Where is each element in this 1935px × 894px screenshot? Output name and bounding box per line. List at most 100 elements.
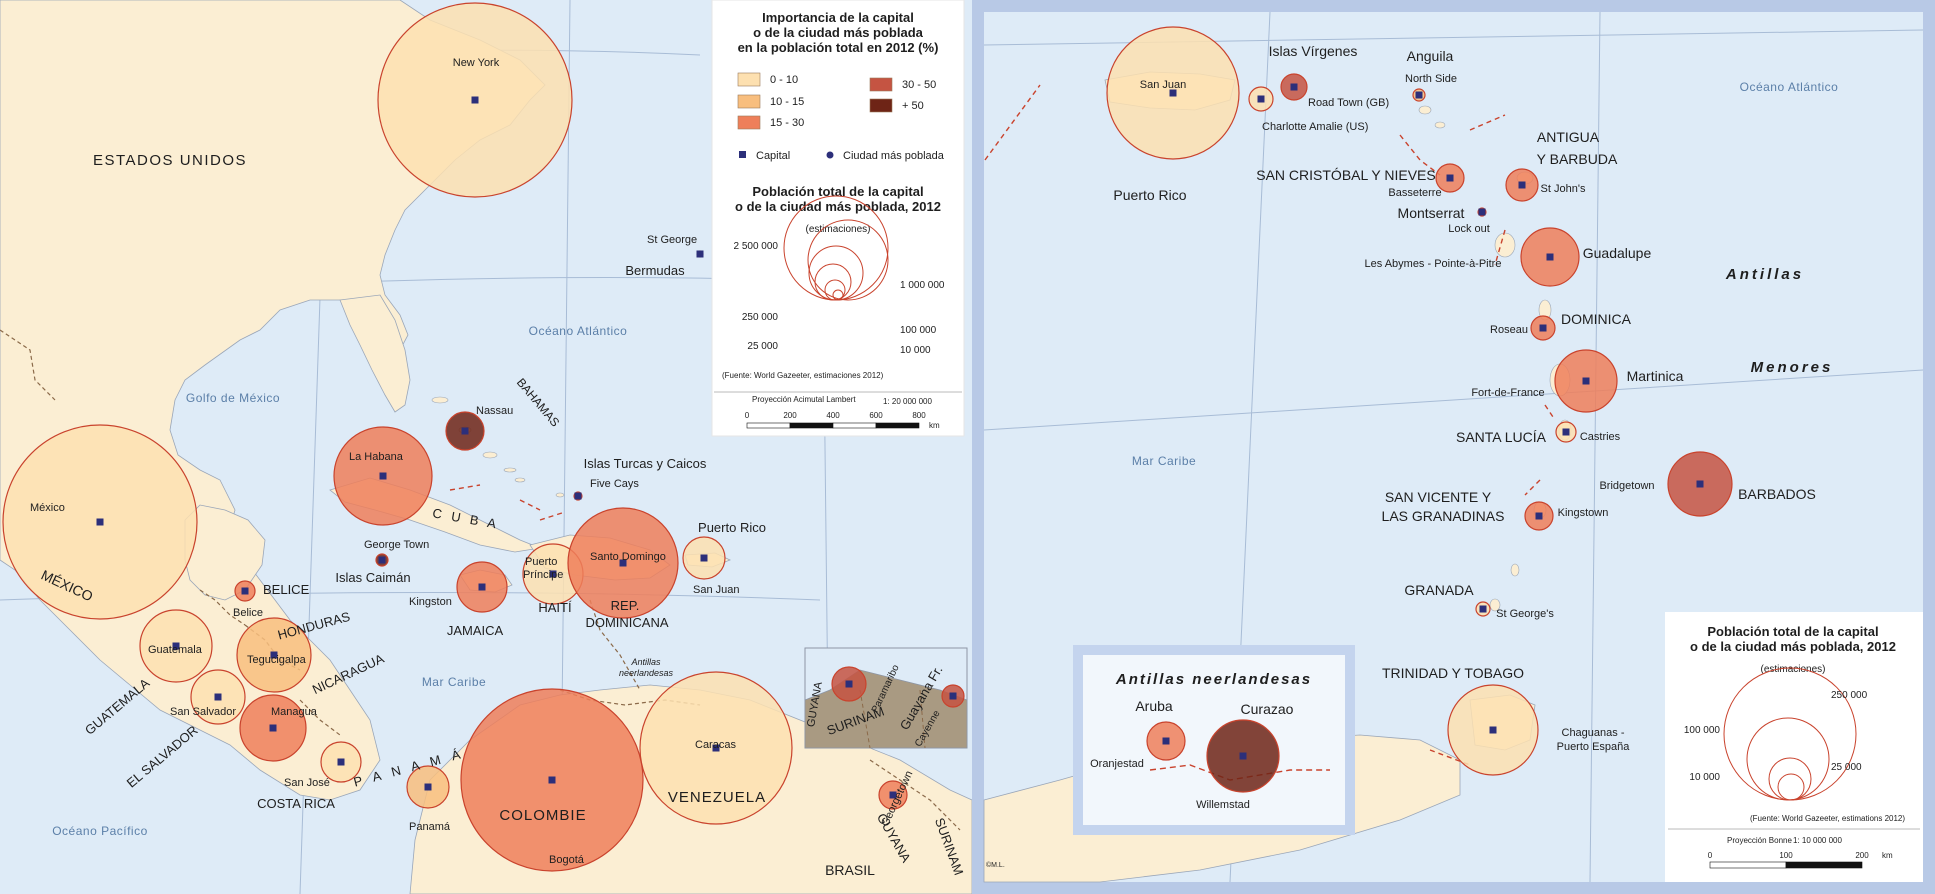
country-label-turcos: Islas Turcas y Caicos: [584, 456, 707, 471]
right-label-bridgetown: Bridgetown: [1599, 480, 1654, 492]
city-label-belice: Belice: [233, 607, 263, 619]
right-label-anguila: Anguila: [1407, 48, 1454, 64]
legend-size-title-1: Población total de la capital: [752, 184, 923, 199]
basseterre-capital-marker: [1446, 174, 1454, 182]
neth-curazao: Curazao: [1241, 701, 1294, 717]
city-label-puertoprincipe1: Puerto: [525, 556, 557, 568]
castries-capital-marker: [1562, 428, 1570, 436]
right-legend-scale-tick-3: 200: [1855, 851, 1869, 860]
legend-city-marker: [826, 151, 834, 159]
right-sea-label-menores: Menores: [1751, 359, 1834, 376]
country-label-antillasneer1: Antillas: [630, 657, 661, 667]
right-legend-scale: 1: 10 000 000: [1793, 836, 1842, 845]
country-label-brasil: BRASIL: [825, 862, 875, 878]
city-label-georgetown_ky: George Town: [364, 539, 429, 551]
legend-size-sub: (estimaciones): [805, 224, 870, 235]
legend-class-swatch-4: [869, 77, 893, 92]
cayenne-capital-marker: [949, 692, 957, 700]
city-label-puertoprincipe2: Príncipe: [523, 569, 563, 581]
legend-projection: Proyección Acimutal Lambert: [752, 395, 856, 404]
lock-out-capital-marker: [1478, 208, 1486, 216]
bridgetown-capital-marker: [1696, 480, 1704, 488]
legend-capital-label: Capital: [756, 150, 790, 162]
right-legend-value-1: 250 000: [1831, 690, 1868, 701]
st-george-l-capital-marker: [696, 250, 704, 258]
legend-class-label-4: 30 - 50: [902, 79, 936, 91]
legend-city-label: Ciudad más poblada: [843, 150, 945, 162]
bogota-capital-marker: [548, 776, 556, 784]
city-label-fivecays: Five Cays: [590, 478, 639, 490]
right-legend-value-4: 10 000: [1689, 772, 1720, 783]
right-label-martinica: Martinica: [1627, 368, 1684, 384]
tegucigalpa-capital-marker: [270, 651, 278, 659]
country-label-haiti: HAITÍ: [538, 600, 572, 615]
country-label-rep: REP.: [611, 598, 640, 613]
sea-label-golfo: Golfo de México: [186, 391, 280, 405]
paramaribo-capital-marker: [845, 680, 853, 688]
right-scale-bar-seg-2: [1785, 861, 1863, 869]
right-sea-label-caribe: Mar Caribe: [1132, 454, 1196, 468]
legend-scale: 1: 20 000 000: [883, 397, 932, 406]
san-salvador-capital-marker: [214, 693, 222, 701]
willemstad-capital-marker: [1239, 752, 1247, 760]
right-label-castries: Castries: [1580, 431, 1621, 443]
legend-scale-bar-seg-1: [746, 422, 791, 429]
right-label-northside: North Side: [1405, 73, 1457, 85]
neth-willemstad: Willemstad: [1196, 799, 1250, 811]
legend-class-label-1: 0 - 10: [770, 74, 798, 86]
city-label-sanjuan: San Juan: [693, 584, 739, 596]
right-legend-title-1: Población total de la capital: [1707, 624, 1878, 639]
legend-size-title-2: o de la ciudad más poblada, 2012: [735, 199, 941, 214]
santo-domingo-capital-marker: [619, 559, 627, 567]
right-legend-scale-unit: km: [1882, 851, 1893, 860]
legend-size-circle-5: [824, 279, 846, 301]
legend-title-line-2: o de la ciudad más poblada: [753, 25, 924, 40]
right-label-stgeorges: St George's: [1496, 608, 1554, 620]
city-label-caracas: Caracas: [695, 739, 736, 751]
right-label-abymes: Les Abymes - Pointe-à-Pitre: [1365, 258, 1502, 270]
right-legend-sub: (estimaciones): [1760, 664, 1825, 675]
florida-land: [339, 294, 411, 413]
country-label-belice: BELICE: [263, 582, 310, 597]
legend-scale-tick-5: 800: [912, 411, 926, 420]
roseau-capital-marker: [1539, 324, 1547, 332]
legend-scale-bar-seg-3: [832, 422, 877, 429]
right-label-basseterre: Basseterre: [1388, 187, 1441, 199]
city-label-tegucigalpa: Tegucigalpa: [247, 654, 307, 666]
city-label-nassau: Nassau: [476, 405, 513, 417]
legend-scale-tick-3: 400: [826, 411, 840, 420]
right-maritime-lines: [984, 84, 1556, 766]
country-label-antillasneer2: neerlandesas: [619, 668, 674, 678]
mexico-capital-marker: [96, 518, 104, 526]
right-label-santalucia: SANTA LUCÍA: [1456, 429, 1547, 445]
right-label-chaguanas2: Puerto España: [1557, 741, 1631, 753]
legend-scale-bar-seg-4: [875, 422, 920, 429]
country-label-costarica: COSTA RICA: [257, 796, 335, 811]
neth-inset-title: Antillas neerlandesas: [1115, 671, 1312, 688]
legend-class-label-2: 10 - 15: [770, 96, 804, 108]
legend-class-swatch-5: [869, 98, 893, 113]
road-town-capital-marker: [1290, 83, 1298, 91]
sea-label-caribe: Mar Caribe: [422, 675, 486, 689]
city-label-guatemala: Guatemala: [148, 644, 203, 656]
main-legend: [711, 0, 965, 437]
city-label-kingston: Kingston: [409, 596, 452, 608]
right-label-trinidad: TRINIDAD Y TOBAGO: [1382, 665, 1524, 681]
st-georges-capital-marker: [1479, 605, 1487, 613]
san-juan-l-capital-marker: [700, 554, 708, 562]
right-legend-size-circle-4: [1777, 773, 1805, 801]
country-label-bermudas: Bermudas: [625, 263, 685, 278]
copyright: ©M.L.: [986, 861, 1005, 869]
right-label-antigua2: Y BARBUDA: [1537, 151, 1618, 167]
san-juan-r-capital-marker: [1169, 89, 1177, 97]
right-label-sanvicente1: SAN VICENTE Y: [1385, 489, 1492, 505]
managua-capital-marker: [269, 724, 277, 732]
guatemala-capital-marker: [172, 642, 180, 650]
sea-label-pacifico: Océano Pacífico: [52, 824, 148, 838]
neth-oranjestad: Oranjestad: [1090, 758, 1144, 770]
right-label-barbados: BARBADOS: [1738, 486, 1816, 502]
nassau-capital-marker: [461, 427, 469, 435]
right-legend: [1665, 612, 1923, 882]
legend-size-value-5: 25 000: [747, 341, 778, 352]
